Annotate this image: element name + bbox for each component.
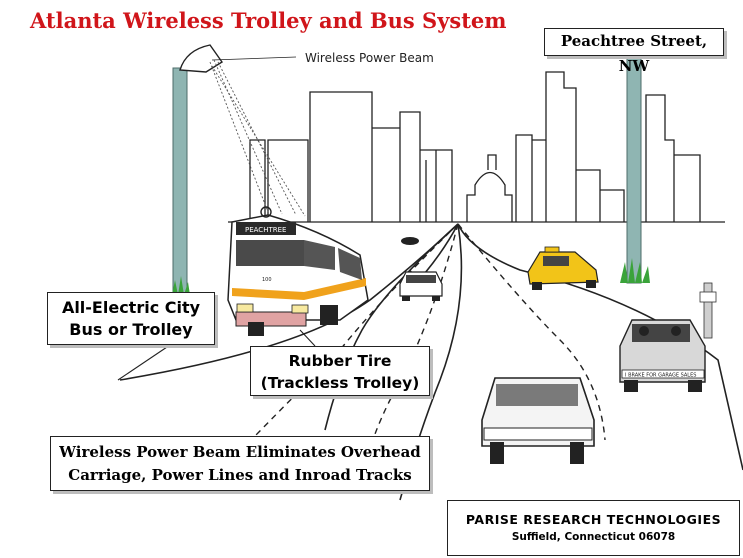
trolley-vehicle: PEACHTREE 100 (227, 206, 369, 336)
callout-lines (117, 329, 316, 381)
car-foreground (481, 377, 595, 464)
power-beam (209, 59, 306, 217)
company-location: Suffield, Connecticut 06078 (511, 531, 676, 543)
bus-trolley-label: All-Electric City Bus or Trolley (47, 292, 215, 345)
wireless-power-beam-callout: Wireless Power Beam (305, 51, 434, 65)
trolley-number: 100 (262, 277, 272, 283)
street-name-text: Peachtree Street, NW (560, 32, 708, 75)
bumper-sticker: I BRAKE FOR GARAGE SALES (625, 373, 696, 379)
car-sedan-right: I BRAKE FOR GARAGE SALES (619, 319, 706, 392)
tire-label-line2: (Trackless Trolley) (260, 374, 420, 392)
trolley-destination-sign: PEACHTREE (245, 226, 286, 234)
company-credit-box: PARISE RESEARCH TECHNOLOGIES Suffield, C… (447, 500, 740, 556)
rubber-tire-label: Rubber Tire (Trackless Trolley) (250, 346, 430, 396)
company-name: PARISE RESEARCH TECHNOLOGIES (465, 512, 722, 527)
beam-label-line2: Carriage, Power Lines and Inroad Tracks (68, 466, 412, 484)
power-pole-left (172, 44, 297, 294)
beam-benefit-label: Wireless Power Beam Eliminates Overhead … (50, 436, 430, 491)
grass-left-pole (172, 276, 190, 295)
street-name-label: Peachtree Street, NW (544, 28, 724, 75)
taxi-vehicle (527, 246, 599, 290)
bus-label-line2: Bus or Trolley (69, 320, 193, 339)
city-skyline (228, 71, 725, 223)
beam-label-line1: Wireless Power Beam Eliminates Overhead (59, 443, 421, 461)
bus-label-line1: All-Electric City (61, 298, 201, 317)
power-pole-right (620, 54, 650, 284)
street-sign (699, 282, 717, 339)
car-white-small (399, 271, 443, 301)
tire-label-line1: Rubber Tire (288, 352, 392, 370)
car-distant (401, 237, 419, 245)
page-title: Atlanta Wireless Trolley and Bus System (30, 8, 507, 33)
